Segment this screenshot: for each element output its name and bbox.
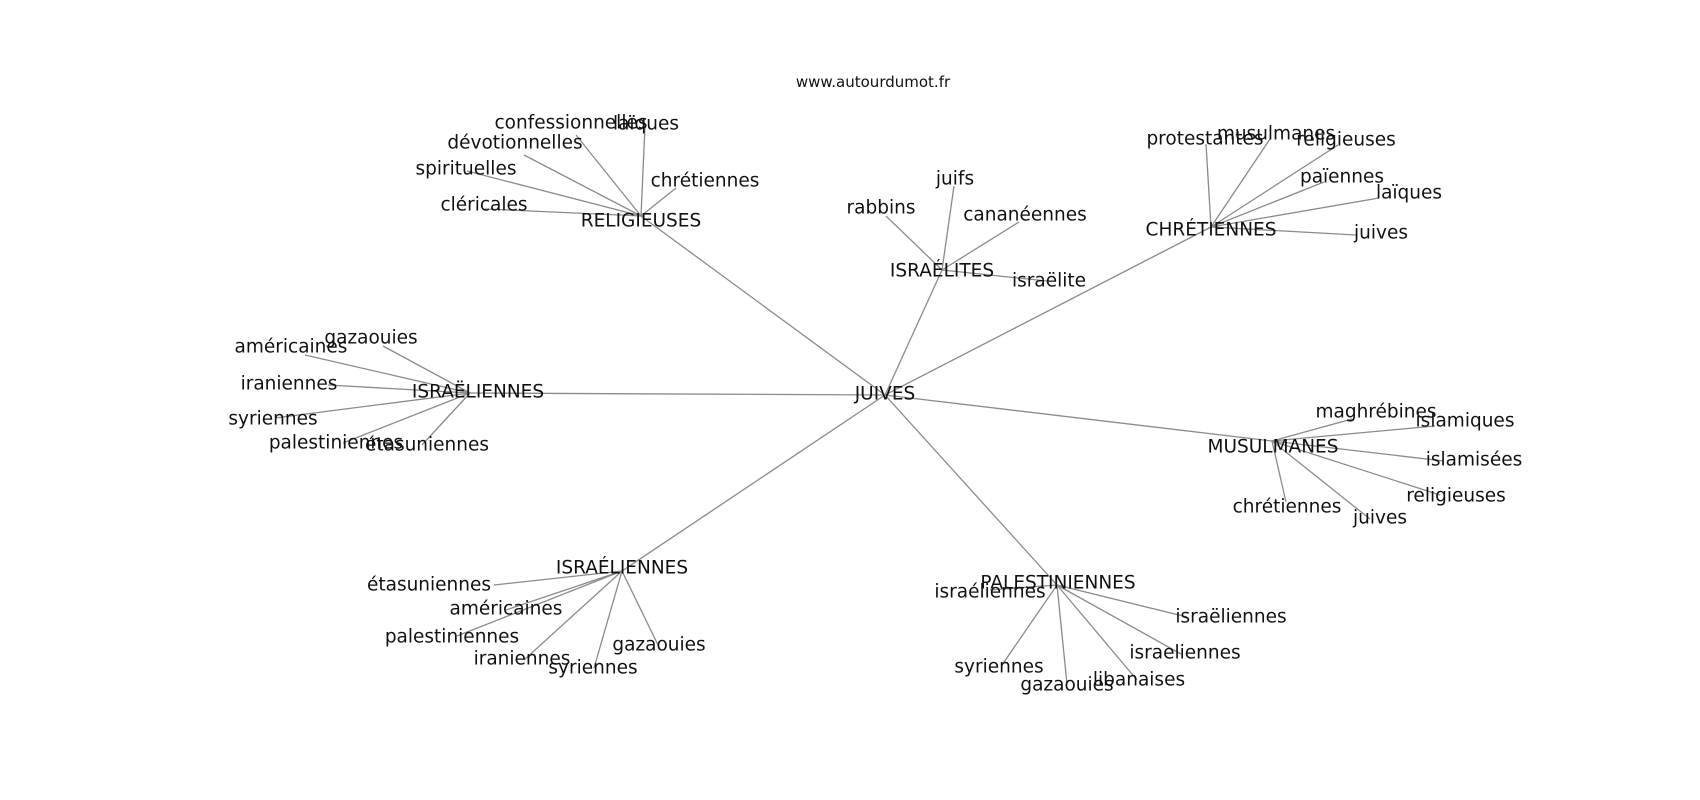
hub-to-leaf-edge [1205, 143, 1212, 228]
hub-node: MUSULMANES [1208, 437, 1339, 458]
leaf-node: syriennes [228, 409, 317, 430]
leaf-node: chrétiennes [1233, 497, 1342, 518]
leaf-node: spirituelles [416, 159, 517, 180]
leaf-node: palestiniennes [269, 433, 403, 454]
leaf-node: libanaises [1093, 670, 1185, 691]
leaf-node: dévotionnelles [447, 133, 582, 154]
leaf-node: américaines [450, 599, 563, 620]
hub-to-leaf-edge [484, 208, 642, 217]
hub-to-leaf-edge [621, 570, 659, 646]
hub-node: PALESTINIENNES [980, 573, 1135, 594]
hub-to-leaf-edge [941, 221, 1020, 271]
leaf-node: maghrébines [1315, 402, 1436, 423]
leaf-node: israëliennes [1175, 607, 1286, 628]
leaf-node: islamisées [1426, 450, 1522, 471]
hub-node: ISRAÉLIENNES [556, 557, 688, 579]
hub-to-leaf-edge [941, 269, 1048, 282]
hub-to-leaf-edge [989, 584, 1058, 591]
hub-to-leaf-edge [941, 185, 955, 271]
hub-to-leaf-edge [505, 570, 623, 611]
hub-to-leaf-edge [466, 170, 642, 217]
leaf-node: païennes [1300, 167, 1384, 188]
source-watermark: www.autourdumot.fr [796, 73, 951, 91]
hub-to-leaf-edge [1210, 144, 1339, 228]
hub-to-leaf-edge [421, 392, 471, 446]
leaf-node: religieuses [1406, 486, 1506, 507]
graph-edges [274, 125, 1445, 685]
root-to-hub-edge [884, 269, 943, 396]
leaf-node: gazaouies [1020, 675, 1113, 696]
hub-to-leaf-edge [1271, 440, 1287, 503]
hub-to-leaf-edge [456, 570, 623, 637]
hub-to-leaf-edge [885, 215, 943, 271]
leaf-node: juives [1353, 223, 1408, 244]
root-to-hub-edge [640, 215, 886, 396]
hub-to-leaf-edge [593, 570, 623, 669]
hub-node: CHRÉTIENNES [1146, 219, 1277, 241]
hub-to-leaf-edge [1210, 226, 1357, 236]
hub-node: ISRAÉLITES [890, 260, 994, 282]
leaf-node: gazaouies [612, 635, 705, 656]
leaf-node: protestantes [1146, 129, 1263, 150]
hub-to-leaf-edge [523, 570, 623, 661]
hub-to-leaf-edge [304, 354, 471, 394]
leaf-node: palestiniennes [385, 627, 519, 648]
graph-labels: www.autourdumot.fr JUIVES RELIGIEUSES conf… [228, 73, 1522, 696]
leaf-node: étasuniennes [365, 435, 489, 456]
leaf-node: juifs [935, 169, 974, 190]
hub-to-leaf-edge [1001, 584, 1058, 666]
hub-to-leaf-edge [523, 154, 642, 217]
leaf-node: israëlite [1012, 271, 1086, 292]
leaf-node: islamiques [1416, 411, 1515, 432]
leaf-node: cananéennes [963, 205, 1087, 226]
leaf-node: confessionnelles [495, 113, 648, 134]
leaf-node: syriennes [548, 658, 637, 679]
hub-to-leaf-edge [1271, 425, 1436, 442]
leaf-node: musulmanes [1217, 124, 1335, 145]
root-to-hub-edge [884, 226, 1212, 396]
leaf-node: laïques [1376, 183, 1442, 204]
leaf-node: laïques [613, 114, 679, 135]
root-to-hub-edge [469, 392, 886, 396]
hub-to-leaf-edge [640, 125, 646, 217]
hub-to-leaf-edge [342, 392, 471, 444]
leaf-node: israeliennes [1129, 643, 1240, 664]
hub-to-leaf-edge [1210, 138, 1271, 228]
leaf-node: iraniennes [474, 649, 571, 670]
root-node: JUIVES [854, 384, 916, 405]
hub-to-leaf-edge [1210, 197, 1380, 228]
hub-to-leaf-edge [1271, 440, 1445, 462]
leaf-node: américaines [235, 337, 348, 358]
leaf-node: israéliennes [934, 582, 1045, 603]
leaf-node: syriennes [954, 657, 1043, 678]
hub-to-leaf-edge [493, 570, 623, 586]
leaf-node: iraniennes [241, 374, 338, 395]
hub-to-leaf-edge [575, 134, 642, 217]
leaf-node: juives [1352, 508, 1407, 529]
leaf-node: rabbins [847, 198, 916, 219]
leaf-node: gazaouies [324, 328, 417, 349]
leaf-node: étasuniennes [367, 575, 491, 596]
leaf-node: chrétiennes [651, 171, 760, 192]
hub-to-leaf-edge [1271, 418, 1353, 442]
leaf-node: religieuses [1296, 130, 1396, 151]
hub-to-leaf-edge [1210, 181, 1325, 228]
hub-node: ISRAËLIENNES [412, 382, 544, 403]
root-to-hub-edge [884, 394, 1058, 586]
hub-to-leaf-edge [1056, 584, 1182, 655]
root-to-hub-edge [884, 394, 1273, 442]
leaf-node: cléricales [440, 195, 527, 216]
hub-node: RELIGIEUSES [581, 211, 702, 232]
hub-to-leaf-edge [1056, 584, 1138, 681]
hub-to-leaf-edge [1056, 584, 1068, 685]
hub-to-leaf-edge [274, 392, 471, 419]
hub-to-leaf-edge [382, 345, 471, 394]
hub-to-leaf-edge [1271, 440, 1371, 520]
hub-to-leaf-edge [640, 187, 677, 217]
hub-to-leaf-edge [327, 384, 471, 394]
hub-to-leaf-edge [1271, 440, 1441, 496]
root-to-hub-edge [621, 394, 886, 572]
hub-to-leaf-edge [1056, 584, 1188, 618]
